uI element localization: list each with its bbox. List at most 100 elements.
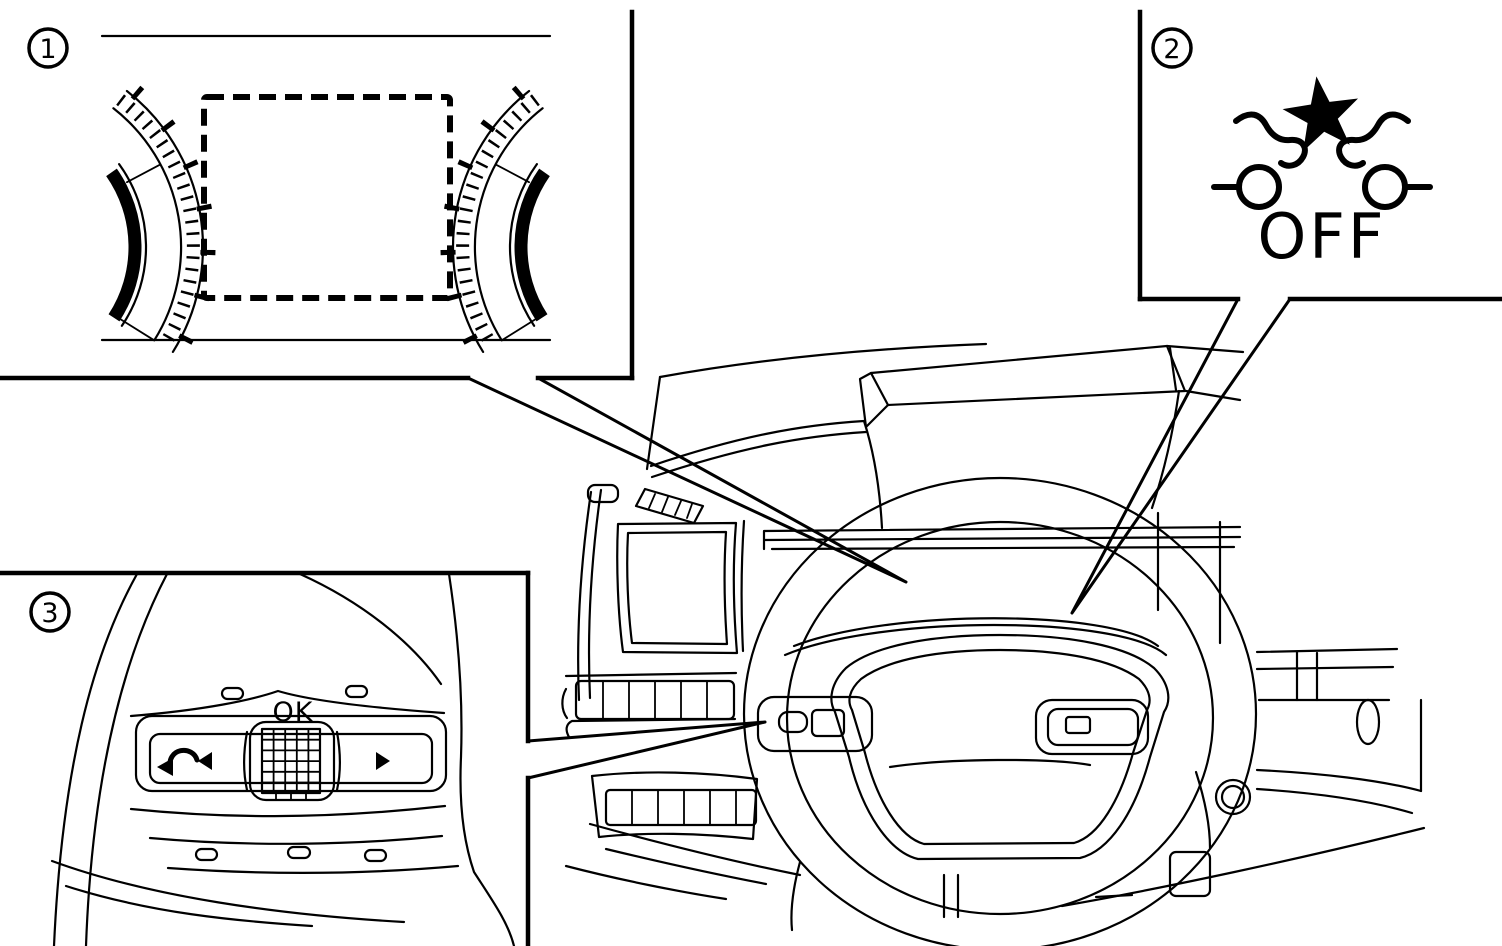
callout-2-panel: 2 OFF — [1072, 12, 1502, 613]
upper-vent-lower-trim — [567, 719, 735, 737]
right-dash-lower-edge — [1257, 770, 1421, 813]
back-icon — [157, 750, 197, 776]
cluster-hood-front-edge-inner — [652, 432, 866, 477]
side-vent-hatch-lines — [649, 494, 692, 518]
pill-button — [346, 686, 367, 697]
lower-vent-slats — [632, 790, 736, 825]
callout-1-leader-line — [468, 378, 906, 582]
right-vehicle-icon — [1339, 114, 1430, 207]
callout-2-number: 2 — [1163, 34, 1180, 65]
left-dash-panel-divider — [742, 521, 744, 651]
callout-3-number-circle — [31, 593, 69, 631]
cluster-screen-lower-arc — [785, 625, 1166, 655]
display-area-dashed-outline — [204, 97, 450, 298]
left-gauge-band-inner-arc — [113, 108, 181, 340]
airbag-cover-seam — [890, 760, 1090, 767]
right-gauge-inner-bezel-arc — [510, 164, 537, 326]
rim-bottom-edge-lower — [66, 886, 312, 926]
airbag-hub-outer — [831, 635, 1168, 859]
callout-3-leader-line — [528, 722, 765, 778]
pill-button — [365, 850, 386, 861]
back-arrow-head — [157, 758, 173, 776]
defroster-trim-bar — [871, 346, 1185, 405]
left-vehicle-body-line — [1236, 114, 1305, 165]
right-gauge-arc-icon — [448, 91, 544, 352]
defroster-trim-left-cap — [860, 373, 888, 427]
left-gauge-lower-divider — [120, 319, 154, 340]
right-pillar-lines — [1158, 513, 1220, 643]
lower-spoke-column — [944, 875, 958, 917]
steering-wheel — [744, 478, 1256, 946]
wheel-rim-inner — [787, 522, 1213, 914]
upper-vent-end-bracket — [562, 689, 567, 718]
wheel-rim-outer-curve — [54, 574, 137, 946]
scroll-wheel-bottom-ticks — [276, 793, 306, 800]
scroll-wheel-mount — [250, 722, 334, 800]
start-button-inner — [1222, 786, 1244, 808]
left-switch-square — [812, 710, 844, 736]
next-arrow-icon — [376, 752, 390, 770]
right-gauge-needle-arc — [521, 172, 545, 317]
knee-panel-edge-1 — [590, 824, 800, 875]
start-button-outer — [1216, 780, 1250, 814]
upper-vent-lip — [566, 673, 736, 676]
switch-bar-outer-frame — [136, 716, 446, 791]
side-vent-slot — [636, 489, 703, 523]
switch-bar-inner-frame — [150, 734, 432, 783]
callout-1-panel: 1 — [0, 12, 906, 582]
dashboard-illustration — [562, 344, 1424, 946]
lower-right-switch-bezel — [1170, 852, 1210, 896]
back-arrow-arc — [170, 750, 197, 766]
upper-vent-slats — [603, 681, 707, 719]
scroll-wheel-grid-rows — [262, 740, 320, 783]
switch-surface-lower-contour-3 — [168, 866, 458, 873]
left-gauge-outer-arc — [127, 91, 203, 352]
left-switch-panel-outline — [758, 697, 872, 751]
right-gauge-upper-divider — [496, 164, 529, 182]
lower-dash-sweep-line — [1062, 828, 1424, 906]
wheel-rim-inner-curve — [86, 574, 167, 946]
right-dash-trim-dividers — [1297, 652, 1317, 700]
left-spoke-switch-panel — [758, 697, 872, 751]
switch-surface-upper-contour — [131, 691, 444, 716]
right-switch-button — [1066, 717, 1090, 733]
callout-3-number: 3 — [41, 598, 58, 629]
pill-button — [222, 688, 243, 699]
a-pillar-edge — [647, 377, 660, 469]
collision-star-icon — [1282, 76, 1358, 152]
left-dash-edge — [578, 490, 601, 700]
cluster-hood-front-edge — [651, 421, 864, 466]
cluster-hood-right-edge — [1152, 391, 1179, 508]
defroster-trim-right-cap — [1170, 348, 1176, 390]
knee-panel-edge-2 — [606, 849, 766, 884]
right-gauge-lower-divider — [502, 319, 536, 340]
spoke-upper-curve — [300, 574, 441, 684]
lower-vent-panel — [592, 772, 757, 839]
rim-bottom-edge-upper — [52, 861, 404, 922]
cluster-screen-lower-arc-inner — [794, 618, 1158, 646]
callout-1-number: 1 — [39, 34, 56, 65]
switch-pill-buttons — [196, 686, 386, 861]
right-dash-trim-lines — [1257, 649, 1397, 700]
left-dash-section — [562, 485, 800, 930]
callout-1-number-circle — [29, 29, 67, 67]
column-shroud-left-edge — [791, 862, 800, 930]
callout-2-number-circle — [1153, 29, 1191, 67]
steering-switch-closeup: OK — [52, 574, 514, 946]
scroll-wheel-mount-sides — [244, 732, 340, 790]
ok-button-label: OK — [273, 697, 314, 728]
left-switch-pill — [779, 712, 807, 732]
left-gauge-upper-divider — [127, 164, 160, 182]
dash-shelf-lines — [764, 527, 1240, 549]
right-vehicle-body-line — [1339, 114, 1408, 165]
spoke-right-curve — [449, 574, 514, 946]
right-gap-panel-edge — [1196, 772, 1210, 848]
knee-panel-edge-3 — [566, 866, 726, 899]
right-dash-section — [1062, 649, 1424, 906]
right-gauge-band-inner-arc — [475, 108, 543, 340]
right-dash-knob — [1357, 700, 1379, 744]
switch-surface-lower-contour-2 — [150, 836, 442, 844]
left-dash-top-bar — [588, 485, 618, 502]
